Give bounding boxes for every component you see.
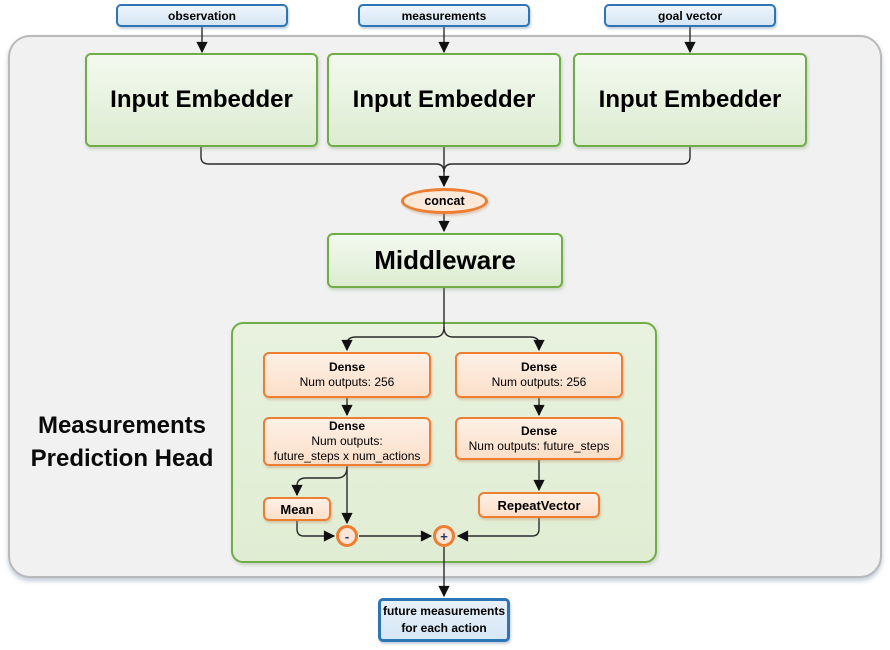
dense-title: Dense — [328, 360, 366, 374]
input-embedder-measurements: Input Embedder — [327, 53, 561, 147]
input-embedder-label: Input Embedder — [110, 86, 293, 113]
add-node: + — [433, 525, 455, 547]
plus-operator-label: + — [440, 528, 448, 544]
output-label-line1: future measurements — [382, 604, 506, 618]
subtract-node: - — [336, 525, 358, 547]
input-node-observation: observation — [116, 4, 288, 27]
dense-subtitle: Num outputs: future_steps — [468, 438, 610, 453]
minus-operator-label: - — [344, 528, 350, 544]
input-node-measurements: measurements — [358, 4, 530, 27]
input-node-goal-vector: goal vector — [604, 4, 776, 27]
middleware-label: Middleware — [374, 245, 516, 275]
input-embedder-observation: Input Embedder — [85, 53, 318, 147]
repeat-vector-label: RepeatVector — [497, 497, 581, 513]
dense-action-outputs: Dense Num outputs: future_steps x num_ac… — [263, 417, 431, 466]
input-node-goal-vector-label: goal vector — [657, 8, 723, 23]
dense-256-measure: Dense Num outputs: 256 — [455, 352, 623, 398]
dense-subtitle: Num outputs: 256 — [491, 375, 587, 389]
input-node-measurements-label: measurements — [401, 8, 487, 23]
prediction-head-title-line1: Measurements — [37, 412, 207, 439]
concat-node: concat — [401, 188, 488, 214]
dense-title: Dense — [520, 360, 558, 374]
dense-title: Dense — [328, 419, 366, 433]
output-label-line2: for each action — [401, 621, 487, 635]
mean-node: Mean — [263, 497, 331, 521]
input-node-observation-label: observation — [167, 8, 236, 23]
input-embedder-goal-vector: Input Embedder — [573, 53, 807, 147]
output-node: future measurements for each action — [378, 598, 510, 642]
dense-subtitle-line2: future_steps x num_actions — [273, 449, 421, 463]
dense-title: Dense — [520, 423, 558, 438]
prediction-head-title: Measurements Prediction Head — [12, 409, 232, 475]
concat-label: concat — [424, 194, 465, 208]
prediction-head-title-line2: Prediction Head — [30, 445, 214, 472]
repeat-vector-node: RepeatVector — [478, 492, 600, 518]
dense-subtitle-line1: Num outputs: — [311, 434, 383, 448]
dense-256-action: Dense Num outputs: 256 — [263, 352, 431, 398]
middleware-node: Middleware — [327, 233, 563, 288]
dense-subtitle: Num outputs: 256 — [299, 375, 395, 389]
mean-label: Mean — [280, 501, 314, 517]
input-embedder-label: Input Embedder — [352, 86, 536, 113]
input-embedder-label: Input Embedder — [598, 86, 782, 113]
dense-future-steps: Dense Num outputs: future_steps — [455, 417, 623, 460]
